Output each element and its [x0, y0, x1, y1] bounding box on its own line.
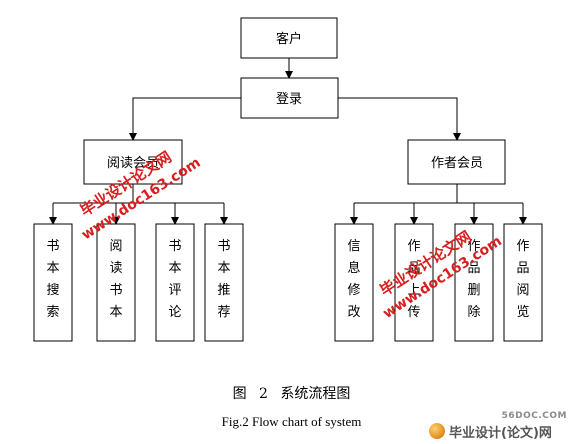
node-customer: 客户	[240, 17, 338, 59]
node-login-label: 登录	[276, 92, 302, 107]
node-work-delete-label: 作品删除	[467, 239, 480, 320]
site-domain: 56DOC.COM	[501, 411, 567, 421]
node-reader-member-label: 阅读会员	[107, 156, 159, 171]
caption-english: Fig.2 Flow chart of system	[221, 414, 362, 429]
node-work-browse-label: 作品阅览	[516, 239, 529, 320]
node-book-recommend: 书本推荐	[204, 223, 244, 342]
node-work-browse: 作品阅览	[503, 223, 543, 342]
site-watermark-logo: 56DOC.COM 毕业设计(论文)网	[421, 411, 577, 441]
node-work-delete: 作品删除	[454, 223, 494, 342]
node-book-recommend-label: 书本推荐	[217, 239, 230, 320]
node-info-modify-label: 信息修改	[347, 239, 360, 320]
node-book-search: 书本搜索	[33, 223, 73, 342]
node-work-upload: 作品上传	[394, 223, 434, 342]
node-book-comment-label: 书本评论	[168, 239, 181, 320]
node-author-member-label: 作者会员	[431, 156, 483, 171]
edge-login-author	[338, 97, 461, 141]
node-info-modify: 信息修改	[334, 223, 374, 342]
node-customer-label: 客户	[276, 31, 302, 47]
node-login: 登录	[240, 77, 339, 119]
node-read-book-label: 阅读书本	[109, 239, 122, 320]
node-reader-member: 阅读会员	[83, 139, 183, 185]
site-logo-icon	[429, 423, 445, 439]
site-name: 毕业设计(论文)网	[449, 426, 552, 441]
caption-chinese: 图 2 系统流程图	[232, 386, 351, 402]
node-work-upload-label: 作品上传	[407, 239, 420, 320]
edge-login-reader	[129, 97, 241, 141]
node-read-book: 阅读书本	[96, 223, 136, 342]
node-book-search-label: 书本搜索	[46, 239, 59, 320]
node-author-member: 作者会员	[407, 139, 506, 185]
edges	[49, 58, 527, 225]
node-book-comment: 书本评论	[155, 223, 195, 342]
